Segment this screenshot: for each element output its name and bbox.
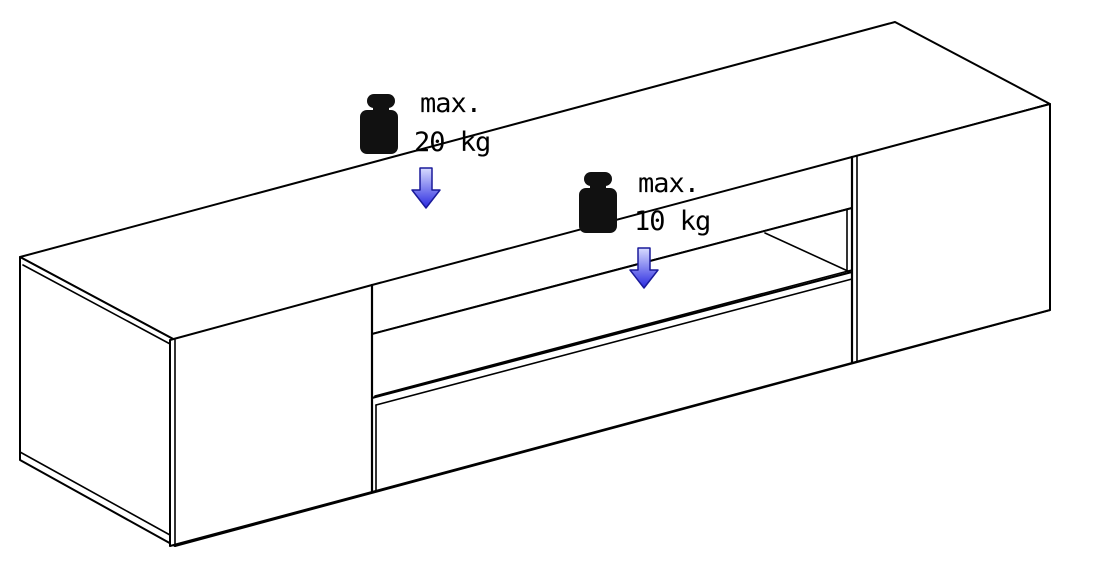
down-arrow-icon	[629, 247, 659, 289]
max-label: max.	[638, 168, 699, 199]
load-indicator-shelf: max. 10 kg	[579, 168, 711, 289]
compartment-shelf-line	[374, 269, 853, 397]
load-indicator-top: max. 20 kg	[360, 88, 491, 209]
weight-icon	[360, 94, 398, 154]
weight-icon	[579, 172, 617, 233]
weight-limit-label: 20 kg	[414, 127, 490, 158]
weight-limit-label: 10 kg	[634, 206, 710, 237]
compartment-back-edge	[764, 232, 851, 273]
drawer-top-lip	[375, 278, 853, 406]
cabinet	[19, 21, 1051, 547]
down-arrow-icon	[411, 167, 441, 209]
bottom-edge-thickness	[19, 451, 171, 536]
max-label: max.	[420, 88, 481, 119]
top-edge-front-thickness	[22, 264, 173, 346]
